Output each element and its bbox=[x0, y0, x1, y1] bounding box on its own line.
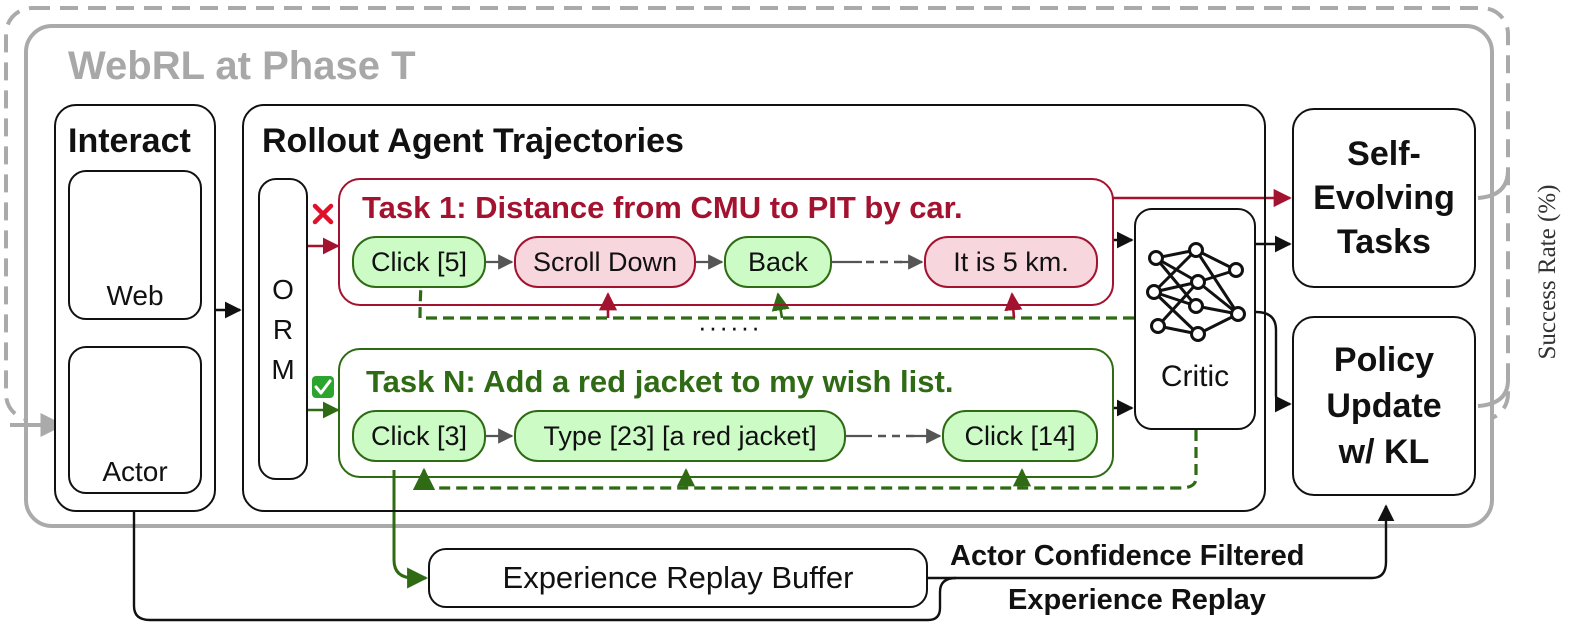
fail-mark-icon bbox=[312, 203, 334, 225]
critic-label: Critic bbox=[1160, 360, 1230, 393]
interact-title: Interact bbox=[68, 122, 191, 160]
task-1-step-scroll-down: Scroll Down bbox=[514, 236, 696, 288]
loop-from-policy-update bbox=[1477, 379, 1510, 408]
actor-box bbox=[68, 346, 202, 494]
task-1-title: Task 1: Distance from CMU to PIT by car. bbox=[362, 190, 963, 225]
actor-label: Actor bbox=[102, 456, 168, 487]
critic-network-icon bbox=[1146, 242, 1246, 342]
task-1-step-back: Back bbox=[724, 236, 832, 288]
task-ellipsis: ······ bbox=[698, 312, 762, 342]
task-n-step-type-23: Type [23] [a red jacket] bbox=[514, 410, 846, 462]
task-n-box bbox=[338, 348, 1114, 478]
task-n-title: Task N: Add a red jacket to my wish list… bbox=[366, 364, 954, 399]
self-evolving-tasks-box: Self- Evolving Tasks bbox=[1292, 108, 1476, 288]
phase-title: WebRL at Phase T bbox=[68, 44, 416, 88]
task-1-box bbox=[338, 178, 1114, 306]
critic-box bbox=[1134, 208, 1256, 430]
rollout-panel bbox=[242, 104, 1266, 512]
experience-replay-buffer: Experience Replay Buffer bbox=[428, 548, 928, 608]
task-n-step-click-3: Click [3] bbox=[352, 410, 486, 462]
task-1-step-click-5: Click [5] bbox=[352, 236, 486, 288]
web-box bbox=[68, 170, 202, 320]
orm-label: O R M bbox=[271, 274, 295, 385]
task-n-step-click-14: Click [14] bbox=[942, 410, 1098, 462]
loop-from-self-evolving bbox=[1477, 169, 1510, 200]
policy-update-box: Policy Update w/ KL bbox=[1292, 316, 1476, 496]
orm-box bbox=[258, 178, 308, 480]
filtered-label-line1: Actor Confidence Filtered bbox=[950, 540, 1305, 572]
task-1-step-answer: It is 5 km. bbox=[924, 236, 1098, 288]
rollout-title: Rollout Agent Trajectories bbox=[262, 122, 684, 160]
side-label-success-rate: Success Rate (%) bbox=[1534, 184, 1561, 360]
filtered-label-line2: Experience Replay bbox=[1008, 584, 1266, 616]
web-label: Web bbox=[106, 280, 164, 311]
